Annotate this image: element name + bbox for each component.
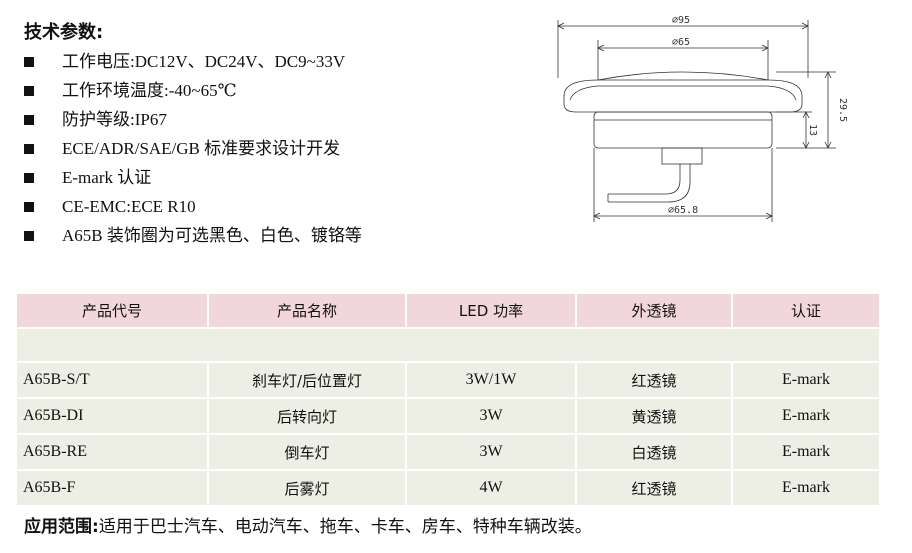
header-certification: 认证 [733,294,879,327]
application-label: 应用范围: [24,517,99,537]
spec-text: 工作环境温度:-40~65℃ [62,81,237,100]
cell-product-name: 倒车灯 [209,435,405,469]
cell-led-power: 3W/1W [407,363,575,397]
table-row: A65B-S/T 刹车灯/后位置灯 3W/1W 红透镜 E-mark [17,363,879,397]
spec-text: ECE/ADR/SAE/GB 标准要求设计开发 [62,139,341,158]
cell-certification: E-mark [733,363,879,397]
cell-product-name: 后雾灯 [209,471,405,505]
dim-bottom-label: ⌀65.8 [668,205,698,216]
cell-outer-lens: 红透镜 [577,471,731,505]
dim-inner-label: ⌀65 [672,37,690,48]
cell-led-power: 3W [407,435,575,469]
bullet-icon [24,143,34,154]
header-product-name: 产品名称 [209,294,405,327]
bullet-icon [24,230,34,241]
spec-item: E-mark 认证 [24,163,362,192]
product-table: 产品代号 产品名称 LED 功率 外透镜 认证 A65B-S/T 刹车灯/后位置… [15,292,881,507]
cell-outer-lens: 红透镜 [577,363,731,397]
bullet-icon [24,85,34,96]
header-led-power: LED 功率 [407,294,575,327]
table-row: A65B-DI 后转向灯 3W 黄透镜 E-mark [17,399,879,433]
header-outer-lens: 外透镜 [577,294,731,327]
cell-certification: E-mark [733,435,879,469]
cell-product-code: A65B-DI [17,399,207,433]
spec-item: CE-EMC:ECE R10 [24,192,362,221]
specs-list: 工作电压:DC12V、DC24V、DC9~33V 工作环境温度:-40~65℃ … [24,47,362,250]
bullet-icon [24,201,34,212]
spec-item: ECE/ADR/SAE/GB 标准要求设计开发 [24,134,362,163]
cell-product-name: 刹车灯/后位置灯 [209,363,405,397]
dim-depth-label: 13 [807,124,818,136]
cell-certification: E-mark [733,471,879,505]
cell-led-power: 3W [407,399,575,433]
cell-product-code: A65B-RE [17,435,207,469]
bullet-icon [24,56,34,67]
spec-text: 防护等级:IP67 [62,110,167,129]
specs-title: 技术参数: [24,22,104,43]
dim-outer-label: ⌀95 [672,15,690,26]
spec-text: CE-EMC:ECE R10 [62,197,196,216]
bullet-icon [24,172,34,183]
spec-item: 工作电压:DC12V、DC24V、DC9~33V [24,47,362,76]
cell-product-code: A65B-F [17,471,207,505]
table-header-row: 产品代号 产品名称 LED 功率 外透镜 认证 [17,294,879,327]
table-row: A65B-RE 倒车灯 3W 白透镜 E-mark [17,435,879,469]
cell-outer-lens: 白透镜 [577,435,731,469]
cell-certification: E-mark [733,399,879,433]
table-row: A65B-F 后雾灯 4W 红透镜 E-mark [17,471,879,505]
spec-text: A65B 装饰圈为可选黑色、白色、镀铬等 [62,226,362,245]
lamp-technical-drawing: ⌀95 ⌀65 ⌀65.8 29.5 13 [557,15,848,222]
spec-item: A65B 装饰圈为可选黑色、白色、镀铬等 [24,221,362,250]
cell-product-name: 后转向灯 [209,399,405,433]
cell-outer-lens: 黄透镜 [577,399,731,433]
spec-text: E-mark 认证 [62,168,152,187]
bullet-icon [24,114,34,125]
spec-text: 工作电压:DC12V、DC24V、DC9~33V [62,52,346,71]
application-scope: 应用范围:适用于巴士汽车、电动汽车、拖车、卡车、房车、特种车辆改装。 [24,512,592,537]
spec-item: 防护等级:IP67 [24,105,362,134]
cell-led-power: 4W [407,471,575,505]
cell-product-code: A65B-S/T [17,363,207,397]
spec-item: 工作环境温度:-40~65℃ [24,76,362,105]
dim-height-label: 29.5 [837,98,848,122]
header-product-code: 产品代号 [17,294,207,327]
application-text: 适用于巴士汽车、电动汽车、拖车、卡车、房车、特种车辆改装。 [98,517,592,537]
